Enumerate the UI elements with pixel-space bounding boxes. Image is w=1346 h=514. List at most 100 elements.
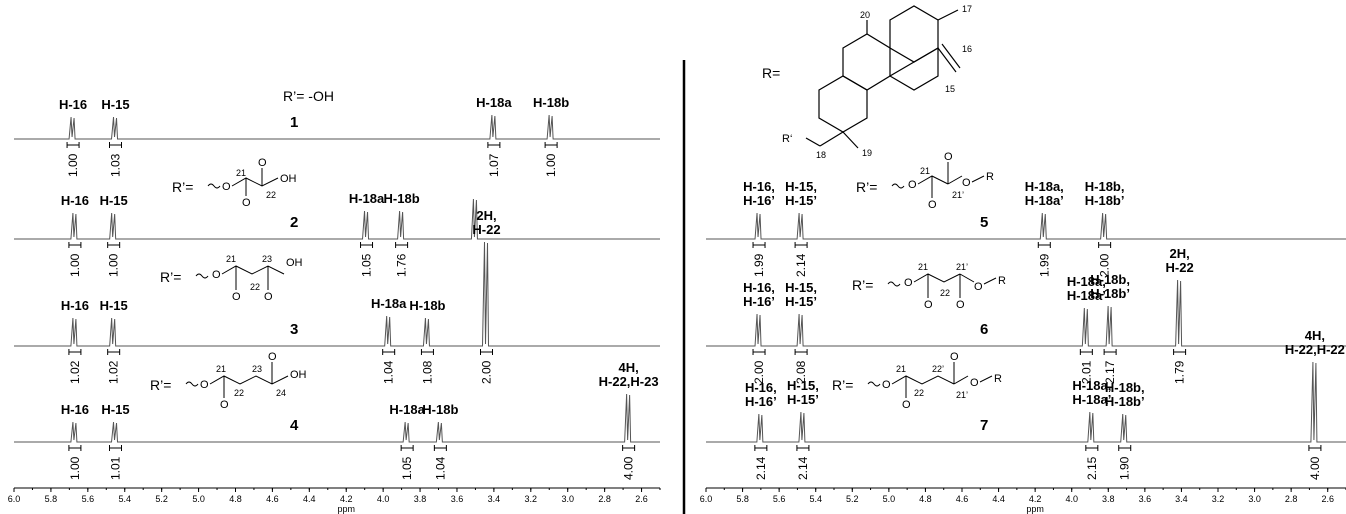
integral-value: 1.05 <box>400 456 414 480</box>
peak-label: H-15’ <box>785 193 817 208</box>
spectrum-trace-4 <box>14 393 660 443</box>
svg-text:O: O <box>970 377 979 389</box>
integral-value: 4.00 <box>1308 456 1322 480</box>
x-tick-label: 4.4 <box>992 494 1005 504</box>
integral-value: 1.00 <box>107 253 121 277</box>
x-tick-label: 2.6 <box>635 494 648 504</box>
peak-label: H-15 <box>101 402 129 417</box>
integral-value: 2.01 <box>1079 360 1093 384</box>
svg-text:22: 22 <box>250 282 260 292</box>
spectrum-trace-2 <box>14 198 660 240</box>
peak-label: 4H, <box>619 360 639 375</box>
integral-value: 1.00 <box>544 153 558 177</box>
svg-text:O: O <box>212 269 221 281</box>
svg-text:R’=: R’= <box>150 377 171 393</box>
x-tick-label: 5.2 <box>846 494 859 504</box>
svg-text:22: 22 <box>234 388 244 398</box>
integral-value: 1.99 <box>752 253 766 277</box>
peak-label: 2H, <box>476 208 496 223</box>
peak-label: H-18b, <box>1085 179 1125 194</box>
svg-text:22’: 22’ <box>932 364 944 374</box>
structure-r5: R’= O O O O R 21 21’ <box>856 151 994 211</box>
svg-text:21: 21 <box>236 168 246 178</box>
x-tick-label: 4.2 <box>1029 494 1042 504</box>
peak-label: H-18a’ <box>1025 193 1064 208</box>
svg-text:O: O <box>904 277 913 289</box>
integral-value: 1.99 <box>1037 253 1051 277</box>
svg-text:21’: 21’ <box>956 390 968 400</box>
peak-label: H-15, <box>785 280 817 295</box>
svg-text:21’: 21’ <box>952 190 964 200</box>
svg-text:O: O <box>962 177 971 189</box>
x-axis-label: ppm <box>337 504 355 514</box>
svg-text:R: R <box>986 171 994 183</box>
x-tick-label: 4.8 <box>229 494 242 504</box>
integral-value: 2.00 <box>752 360 766 384</box>
compound-label-7: 7 <box>980 417 988 434</box>
peak-label: H-16’ <box>743 294 775 309</box>
integral-value: 1.90 <box>1118 456 1132 480</box>
core-structure <box>805 5 961 149</box>
peak-label: H-18b <box>533 95 569 110</box>
svg-text:21’: 21’ <box>956 262 968 272</box>
peak-label: H-18b’ <box>1105 394 1145 409</box>
integral-value: 1.00 <box>68 253 82 277</box>
x-tick-label: 5.0 <box>192 494 205 504</box>
x-axis-label: ppm <box>1026 504 1044 514</box>
x-tick-label: 4.2 <box>340 494 353 504</box>
compound-label-5: 5 <box>980 214 988 231</box>
peak-label: H-16 <box>61 402 89 417</box>
core-rprime: R‘ <box>782 133 792 145</box>
svg-text:22: 22 <box>940 288 950 298</box>
core-num-18: 18 <box>816 150 826 160</box>
svg-text:O: O <box>242 197 251 209</box>
peak-label: H-18a, <box>1067 274 1106 289</box>
svg-text:OH: OH <box>280 173 297 185</box>
integral-value: 1.08 <box>420 360 434 384</box>
peak-label: H-18b, <box>1090 272 1130 287</box>
peak-label: H-18a’ <box>1072 392 1111 407</box>
svg-text:R’=: R’= <box>856 179 877 195</box>
x-tick-label: 5.4 <box>118 494 131 504</box>
spectrum-trace-3 <box>14 241 660 347</box>
peak-label: H-18a, <box>1025 179 1064 194</box>
structure-r4: R’= O O O OH 21 22 23 24 <box>150 351 307 411</box>
x-tick-label: 3.0 <box>561 494 574 504</box>
svg-text:21: 21 <box>216 364 226 374</box>
r-prime-header: R’= -OH <box>283 88 334 104</box>
svg-text:21: 21 <box>226 254 236 264</box>
integral-value: 1.05 <box>360 253 374 277</box>
x-tick-label: 5.6 <box>82 494 95 504</box>
x-tick-label: 6.0 <box>700 494 713 504</box>
peak-label: H-16’ <box>743 193 775 208</box>
x-tick-label: 6.0 <box>8 494 21 504</box>
integral-value: 2.14 <box>754 456 768 480</box>
x-tick-label: 3.4 <box>1175 494 1188 504</box>
integral-value: 1.04 <box>433 456 447 480</box>
x-tick-label: 5.4 <box>809 494 822 504</box>
svg-text:22: 22 <box>914 388 924 398</box>
compound-label-4: 4 <box>290 417 299 434</box>
svg-text:21: 21 <box>920 166 930 176</box>
integral-value: 2.15 <box>1085 456 1099 480</box>
peak-label: H-16’ <box>745 394 777 409</box>
peak-label: H-18a’ <box>1067 288 1106 303</box>
x-tick-label: 3.8 <box>414 494 427 504</box>
x-tick-label: 5.2 <box>155 494 168 504</box>
peak-label: H-18a <box>371 296 407 311</box>
peak-label: H-18a <box>476 95 512 110</box>
peak-label: H-16, <box>743 280 775 295</box>
svg-text:R’=: R’= <box>160 269 181 285</box>
svg-text:O: O <box>268 351 277 363</box>
core-num-19: 19 <box>862 148 872 158</box>
compound-label-6: 6 <box>980 321 988 338</box>
svg-text:O: O <box>902 399 911 411</box>
peak-label: H-15 <box>101 97 129 112</box>
structure-r2: R’= O O O OH 21 22 <box>172 157 297 209</box>
svg-text:R: R <box>998 275 1006 287</box>
peak-label: H-18a <box>389 402 425 417</box>
integral-value: 2.08 <box>794 360 808 384</box>
svg-text:OH: OH <box>290 369 307 381</box>
x-tick-label: 4.6 <box>956 494 969 504</box>
svg-text:21: 21 <box>896 364 906 374</box>
